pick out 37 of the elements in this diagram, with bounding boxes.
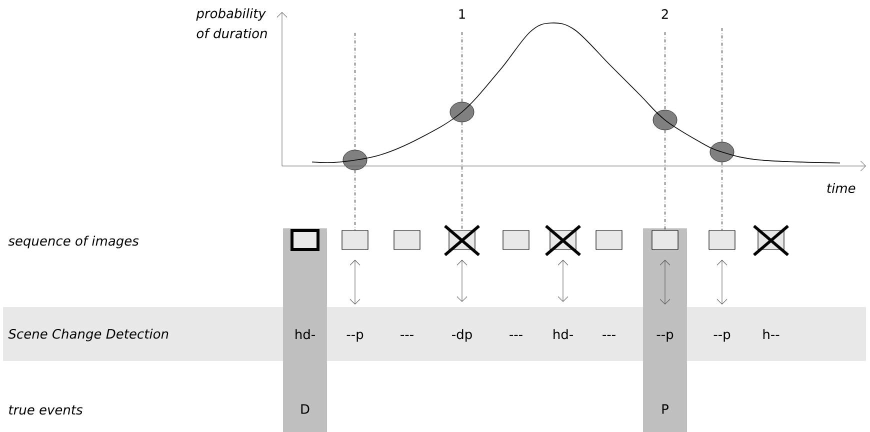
crossed-image-frame [545, 224, 581, 256]
axis-label: probability of duration [196, 8, 267, 38]
curve-point [450, 102, 474, 122]
detection-code: --- [510, 334, 522, 336]
image-frame [502, 230, 530, 250]
image-frame [394, 230, 420, 250]
detection-code: --- [602, 334, 616, 336]
detection-code: hd- [554, 329, 573, 340]
projection-line [354, 170, 356, 230]
row-label: true events [9, 405, 83, 415]
curve-point [710, 142, 734, 162]
marker-number: 1 [459, 9, 465, 19]
projection-line [664, 130, 666, 230]
double-arrow [660, 260, 670, 304]
detection-code: hd- [296, 329, 315, 340]
double-arrow [716, 260, 728, 304]
crossed-image-frame [444, 224, 480, 256]
image-frame [342, 230, 368, 250]
crossed-image-frame [753, 224, 789, 256]
detection-code: -dp [452, 329, 472, 342]
axis-label: time [827, 182, 856, 194]
double-arrow [558, 260, 568, 302]
image-frame [708, 230, 736, 250]
detection-code: h-- [763, 329, 780, 339]
double-arrow [350, 260, 360, 304]
double-arrow [456, 260, 468, 302]
image-frame [652, 230, 678, 250]
curve-point [342, 150, 368, 170]
marker-number: 2 [662, 9, 668, 19]
image-frame [596, 230, 622, 250]
detection-code: --p [714, 332, 730, 342]
detection-code: --p [656, 332, 674, 342]
detection-code: --- [400, 334, 414, 336]
curve-point [652, 110, 678, 130]
detection-code: --p [346, 332, 364, 342]
row-label: sequence of images [8, 236, 139, 248]
image-frame [290, 229, 320, 251]
